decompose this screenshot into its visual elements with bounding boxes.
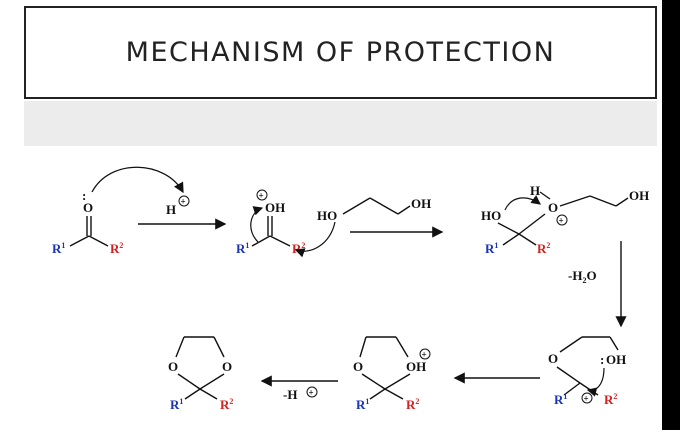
r1-protonated-dioxolane: R1: [356, 397, 369, 412]
mechanism-scheme: : O R1 R2 H + + OH R1 R2: [52, 166, 649, 412]
oh-protonated: OH: [265, 200, 285, 215]
r2-oxonium: R2: [537, 241, 550, 256]
r1-ketone: R1: [52, 241, 65, 256]
ring-oxygen-5a: O: [353, 359, 363, 374]
svg-text:+: +: [259, 191, 264, 201]
r2-product: R2: [220, 397, 233, 412]
ring-oxygen-5b-oh: OH: [406, 359, 426, 374]
svg-text:+: +: [584, 394, 589, 404]
svg-text:+: +: [422, 350, 427, 360]
product-oxygen-a: O: [168, 359, 178, 374]
r2-ketone: R2: [110, 241, 123, 256]
proton-h: H: [530, 183, 540, 198]
glycol-oh: OH: [411, 196, 431, 211]
h-plus-reagent: H: [166, 202, 176, 217]
ethylene-glycol-molecule: HO OH: [294, 196, 444, 258]
minus-water-label: -H2O: [568, 268, 597, 285]
r2-cation: R2: [604, 392, 617, 407]
hemiacetal-ho: HO: [481, 208, 501, 223]
dehydration-step: -H2O: [568, 241, 627, 328]
protonation-step: H +: [138, 195, 227, 230]
title-box: MECHANISM OF PROTECTION: [24, 6, 657, 99]
protonated-carbonyl-molecule: + OH R1 R2: [236, 189, 305, 256]
slide-title: MECHANISM OF PROTECTION: [125, 37, 556, 68]
oxonium-chain-oh: OH: [629, 188, 649, 203]
ketone-oxygen: O: [83, 200, 93, 215]
minus-h-plus-label: -H: [283, 387, 297, 402]
r2-protonated: R2: [292, 241, 305, 256]
lone-pair-dots: :: [82, 188, 86, 203]
r1-cation: R1: [554, 392, 567, 407]
glycol-ho: HO: [317, 208, 337, 223]
product-oxygen-b: O: [222, 359, 232, 374]
ketone-molecule: : O R1 R2: [52, 166, 184, 256]
deprotonation-step: -H +: [260, 375, 338, 402]
dioxolane-product-molecule: O O R1 R2: [168, 336, 233, 412]
r2-protonated-dioxolane: R2: [406, 397, 419, 412]
ring-oxygen-4: O: [548, 351, 558, 366]
r1-product: R1: [170, 397, 183, 412]
svg-text:+: +: [559, 216, 564, 226]
pendant-oh: :: [600, 352, 604, 367]
oxonium-intermediate-molecule: H O + OH HO R1 R2: [481, 183, 649, 256]
oxonium-oxygen: O: [548, 200, 558, 215]
plus-charge-1: +: [181, 197, 186, 207]
protonated-dioxolane-molecule: O + OH R1 R2: [353, 336, 431, 412]
svg-text:+: +: [309, 388, 314, 398]
oxocarbenium-molecule: O : OH + R1 R2: [453, 336, 626, 407]
r1-protonated: R1: [236, 241, 249, 256]
svg-text:OH: OH: [606, 352, 626, 367]
r1-oxonium: R1: [485, 241, 498, 256]
divider-band: [24, 101, 657, 146]
slide: MECHANISM OF PROTECTION : O R1 R2 H +: [0, 0, 662, 430]
